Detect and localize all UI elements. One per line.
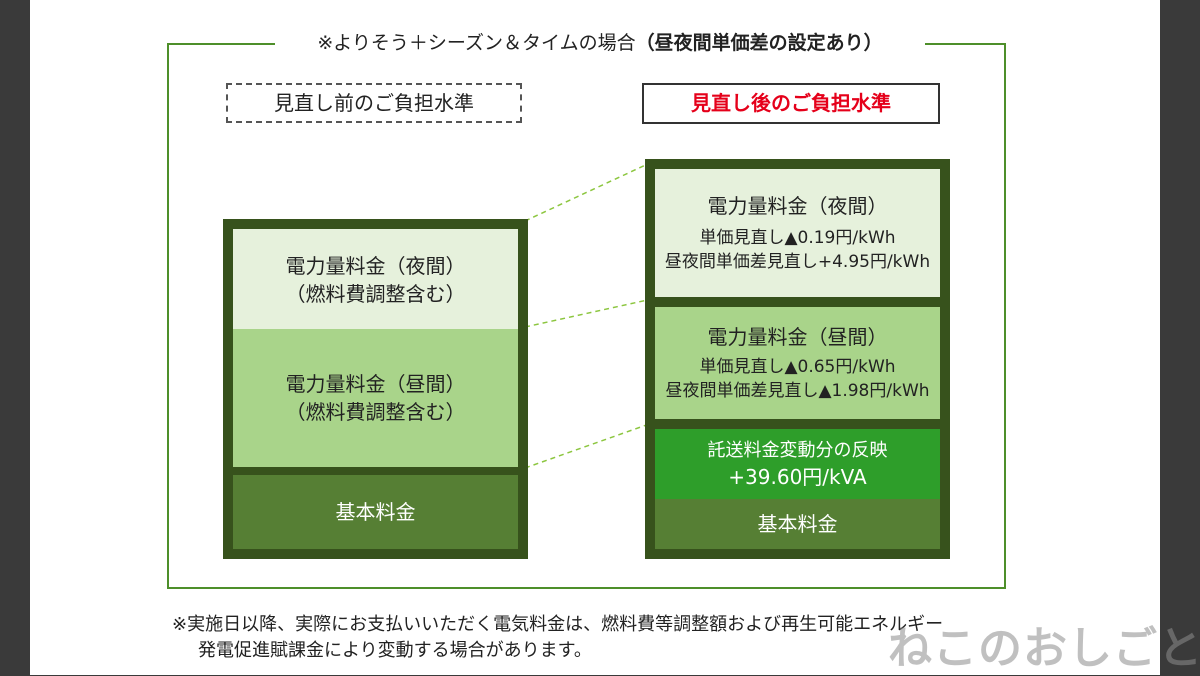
after-night-title: 電力量料金（夜間） [707,194,888,218]
after-transfer-title: 託送料金変動分の反映 [707,440,888,461]
after-base-block: 基本料金 [655,499,940,549]
watermark-logo: ねこのおしごと [888,623,1200,674]
after-transfer-block: 託送料金変動分の反映 +39.60円/kVA [655,429,940,499]
after-day-block: 電力量料金（昼間） 単価見直し▲0.65円/kWh 昼夜間単価差見直し▲1.98… [655,307,940,419]
after-day-note1: 単価見直し▲0.65円/kWh [699,357,896,377]
after-transfer-value: +39.60円/kVA [728,465,867,489]
before-night-block: 電力量料金（夜間） （燃料費調整含む） [233,229,518,331]
after-night-note2: 昼夜間単価差見直し+4.95円/kWh [664,252,931,272]
before-night-line2: （燃料費調整含む） [285,282,466,306]
before-day-block: 電力量料金（昼間） （燃料費調整含む） [233,329,518,467]
after-night-block: 電力量料金（夜間） 単価見直し▲0.19円/kWh 昼夜間単価差見直し+4.95… [655,169,940,297]
connector-night-top [524,161,653,222]
after-base-label: 基本料金 [757,512,838,536]
before-day-line1: 電力量料金（昼間） [285,372,466,396]
before-night-line1: 電力量料金（夜間） [285,254,466,278]
before-stack: 電力量料金（夜間） （燃料費調整含む） 電力量料金（昼間） （燃料費調整含む） … [223,219,528,559]
after-day-title: 電力量料金（昼間） [707,325,888,349]
frame-title: ※よりそう＋シーズン＆タイムの場合（昼夜間単価差の設定あり） [275,28,925,58]
before-base-label: 基本料金 [335,500,416,524]
connector-day-base [524,422,653,469]
before-label: 見直し前のご負担水準 [226,83,522,123]
connector-night-day [524,298,653,328]
after-label: 見直し後のご負担水準 [642,83,940,124]
footnote-line2: 発電促進賦課金により変動する場合があります。 [198,640,592,661]
before-base-block: 基本料金 [233,475,518,549]
footnote-line1: ※実施日以降、実際にお支払いいただく電気料金は、燃料費等調整額および再生可能エネ… [172,614,944,635]
before-day-line2: （燃料費調整含む） [285,400,466,424]
after-stack: 電力量料金（夜間） 単価見直し▲0.19円/kWh 昼夜間単価差見直し+4.95… [645,159,950,559]
footnote: ※実施日以降、実際にお支払いいただく電気料金は、燃料費等調整額および再生可能エネ… [172,612,943,664]
document-page [30,0,1160,675]
after-night-note1: 単価見直し▲0.19円/kWh [699,228,896,248]
after-day-note2: 昼夜間単価差見直し▲1.98円/kWh [665,381,930,401]
title-bold: （昼夜間単価差の設定あり） [635,32,883,54]
title-prefix: ※よりそう＋シーズン＆タイムの場合 [317,32,636,54]
